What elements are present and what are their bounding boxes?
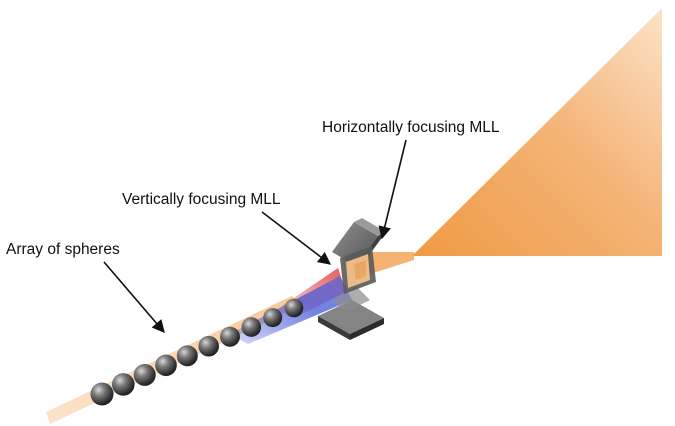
- beam-through-lens: [362, 252, 414, 274]
- sphere: [284, 298, 304, 318]
- sphere: [176, 345, 198, 367]
- horizontal-mll-label: Horizontally focusing MLL: [322, 119, 500, 136]
- sphere: [90, 382, 114, 406]
- vertical-mll: [318, 286, 384, 340]
- sphere: [155, 354, 177, 377]
- horizontal-mll-arrow: [378, 139, 407, 240]
- spheres-arrow: [103, 261, 165, 333]
- vertical-mll-arrow: [261, 211, 332, 265]
- sphere: [133, 363, 156, 386]
- spheres-label: Array of spheres: [6, 241, 120, 258]
- sphere: [263, 308, 283, 328]
- lens-plate: [340, 246, 376, 294]
- sphere: [198, 335, 219, 357]
- sphere: [241, 317, 262, 337]
- sphere: [112, 373, 135, 396]
- vertical-mll-label: Vertically focusing MLL: [122, 191, 281, 208]
- diverging-beam-cone: [412, 8, 662, 256]
- sphere-array: [90, 298, 304, 406]
- sphere: [220, 326, 240, 347]
